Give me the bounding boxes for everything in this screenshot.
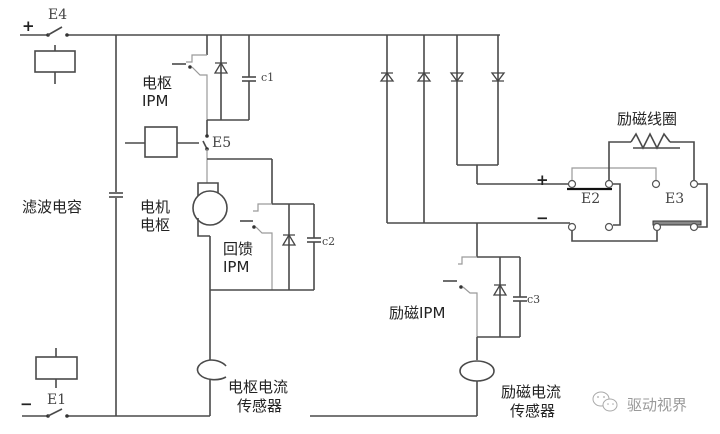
feedback-ipm-label-1: 回馈 (223, 240, 253, 258)
armature-sensor-label-2: 传感器 (237, 397, 282, 415)
excitation-sensor-label-2: 传感器 (510, 402, 555, 420)
armature-ipm (172, 35, 256, 121)
plus-label-right: + (536, 171, 549, 189)
c2-label: c2 (322, 235, 335, 248)
watermark-text: 驱动视界 (627, 396, 687, 414)
feedback-ipm (210, 159, 321, 291)
excitation-ipm-label: 励磁IPM (389, 304, 445, 322)
e4-label: E4 (48, 7, 67, 23)
excitation-sensor-label-1: 励磁电流 (501, 383, 561, 401)
minus-label-right: − (536, 209, 549, 227)
filter-capacitor-label: 滤波电容 (22, 198, 82, 216)
c1-label: c1 (261, 71, 274, 84)
minus-label-left: − (20, 395, 33, 413)
field-coil-label: 励磁线圈 (617, 110, 677, 128)
e3-label: E3 (665, 191, 684, 207)
wechat-icon (592, 391, 618, 412)
field-contactors (567, 132, 708, 242)
plus-label-left: + (22, 17, 35, 35)
filter-capacitor (109, 35, 123, 416)
e2-label: E2 (581, 191, 600, 207)
motor-armature-label-2: 电枢 (140, 216, 170, 234)
excitation-ipm (443, 256, 527, 360)
e5-label: E5 (212, 135, 231, 151)
armature-current-sensor (196, 359, 227, 381)
excitation-current-sensor (459, 360, 495, 416)
feedback-ipm-label-2: IPM (223, 258, 249, 276)
armature-ipm-label-1: 电枢 (142, 74, 172, 92)
motor-armature-label-1: 电机 (140, 198, 170, 216)
c3-label: c3 (527, 293, 540, 306)
armature-sensor-label-1: 电枢电流 (228, 378, 288, 396)
relay-e4 (34, 26, 76, 84)
armature-ipm-label-2: IPM (142, 92, 168, 110)
motor-armature (192, 149, 272, 416)
relay-e5 (125, 120, 209, 158)
relay-e1 (35, 348, 78, 418)
rectifier-bridge (379, 35, 570, 257)
e1-label: E1 (47, 392, 66, 408)
